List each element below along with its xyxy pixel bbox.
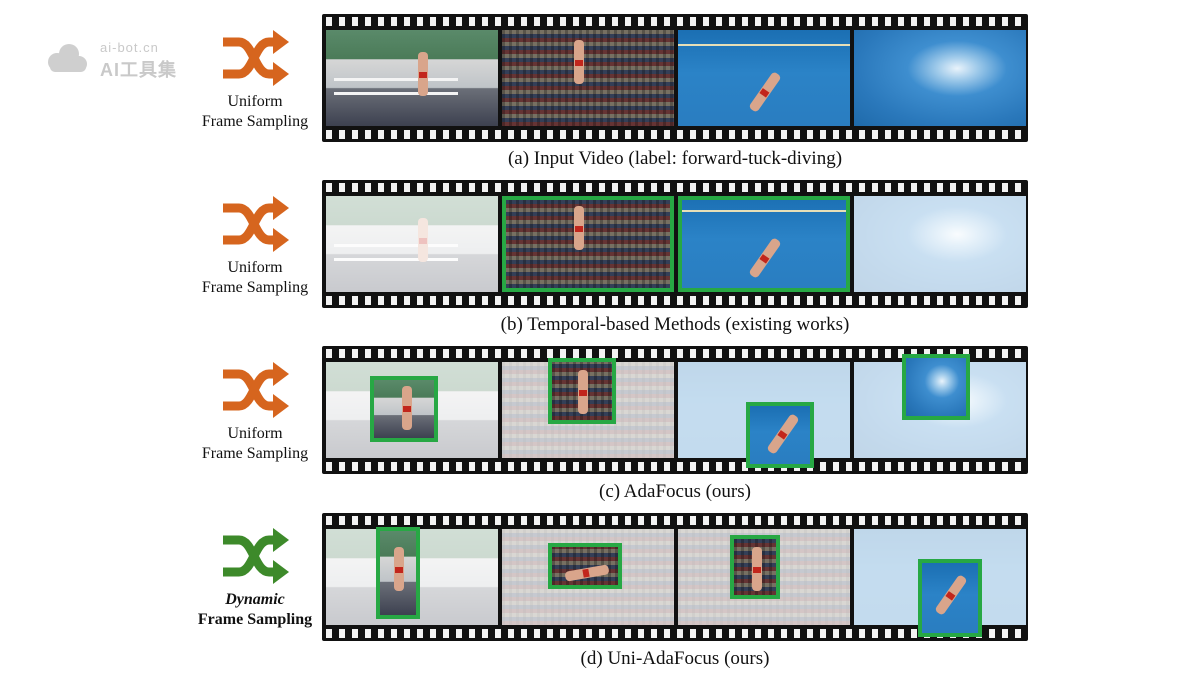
frame-4: [854, 196, 1026, 292]
frame-1: [326, 30, 498, 126]
frame-1: [326, 196, 498, 292]
focus-box: [502, 196, 674, 292]
frame-2: [502, 30, 674, 126]
sampler-line2: Frame Sampling: [201, 279, 309, 296]
focus-box: [678, 196, 850, 292]
figure-caption: (b) Temporal-based Methods (existing wor…: [500, 314, 850, 335]
filmstrip: [322, 14, 1028, 142]
figure-caption: (d) Uni-AdaFocus (ours): [580, 648, 770, 669]
sampler-label: Dynamic Frame Sampling: [180, 526, 330, 630]
film-perforation-top: [322, 17, 1028, 26]
frame-3-selected: [678, 196, 850, 292]
focus-box: [902, 354, 970, 420]
sampler-line2: Frame Sampling: [197, 611, 313, 628]
film-perforation-bottom: [322, 462, 1028, 471]
sampler-line1: Uniform: [227, 259, 283, 276]
filmstrip: [322, 180, 1028, 308]
frame-2-selected: [502, 196, 674, 292]
focus-box: [746, 402, 814, 468]
watermark: ai-bot.cn AI工具集: [44, 40, 204, 80]
focus-box: [918, 559, 982, 637]
focus-box: [730, 535, 780, 599]
focus-box: [548, 543, 622, 589]
sampler-line2: Frame Sampling: [201, 113, 309, 130]
filmstrip: [322, 513, 1028, 641]
sampler-line1: Uniform: [227, 425, 283, 442]
sampler-label: Uniform Frame Sampling: [180, 194, 330, 298]
focus-box: [548, 358, 616, 424]
watermark-name: AI工具集: [100, 60, 177, 80]
shuffle-icon: [223, 30, 289, 86]
figure-caption: (c) AdaFocus (ours): [599, 481, 751, 502]
film-perforation-top: [322, 349, 1028, 358]
sampler-line2: Frame Sampling: [201, 445, 309, 462]
sampler-label: Uniform Frame Sampling: [180, 360, 330, 464]
shuffle-icon: [223, 362, 289, 418]
sampler-line1: Uniform: [227, 93, 283, 110]
focus-box: [376, 527, 420, 619]
sampler-line1: Dynamic: [225, 591, 285, 608]
filmstrip: [322, 346, 1028, 474]
frame-4: [854, 30, 1026, 126]
film-perforation-bottom: [322, 130, 1028, 139]
focus-box: [370, 376, 438, 442]
film-perforation-top: [322, 516, 1028, 525]
film-perforation-bottom: [322, 296, 1028, 305]
film-perforation-top: [322, 183, 1028, 192]
sampler-label: Uniform Frame Sampling: [180, 28, 330, 132]
frame-3: [678, 30, 850, 126]
frame-1: [326, 362, 498, 458]
figure-caption: (a) Input Video (label: forward-tuck-div…: [507, 148, 843, 169]
shuffle-icon: [223, 528, 289, 584]
watermark-logo-icon: [48, 44, 87, 72]
watermark-domain: ai-bot.cn: [100, 40, 159, 55]
film-perforation-bottom: [322, 629, 1028, 638]
shuffle-icon: [223, 196, 289, 252]
